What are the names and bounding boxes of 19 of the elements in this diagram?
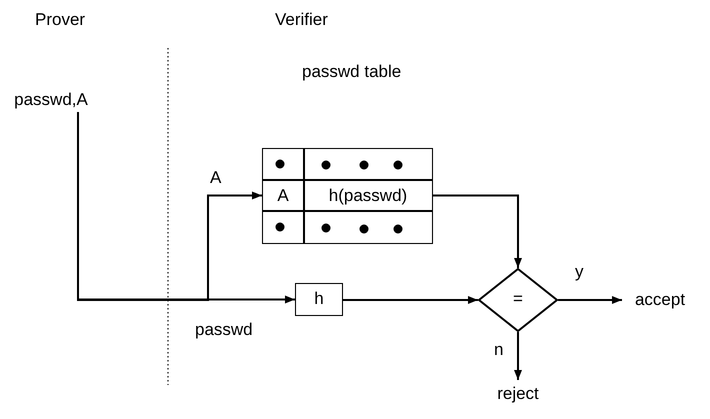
process-box: h [295,283,343,316]
arrow [343,296,478,304]
table-cell: h(passwd) [304,180,432,211]
lane-heading: Prover [35,10,86,30]
table-cell: A [262,180,304,211]
arrow [432,194,522,268]
edge-label: y [575,262,584,282]
node-label: passwd,A [8,88,94,112]
node-label: accept [622,288,698,312]
arrow [514,332,522,380]
node-label: reject [490,380,546,408]
edge-label: A [210,168,222,188]
arrow [77,112,295,304]
table-title: passwd table [302,62,402,82]
edge-label: n [494,340,504,360]
edge-label: passwd [195,320,253,340]
decision-diamond: = [478,268,558,332]
lane-heading: Verifier [275,10,328,30]
arrow [558,296,622,304]
